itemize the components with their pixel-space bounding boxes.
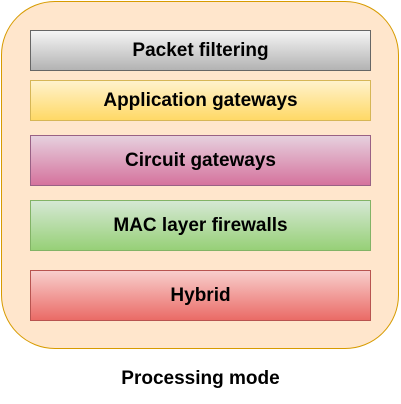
layer-mac-layer-firewalls: MAC layer firewalls <box>30 200 371 251</box>
layer-label: MAC layer firewalls <box>113 214 288 236</box>
layer-hybrid: Hybrid <box>30 270 371 321</box>
layer-label: Circuit gateways <box>125 149 276 171</box>
layer-label: Hybrid <box>170 284 231 306</box>
layer-application-gateways: Application gateways <box>30 80 371 121</box>
layer-packet-filtering: Packet filtering <box>30 30 371 71</box>
layer-circuit-gateways: Circuit gateways <box>30 135 371 186</box>
layer-label: Packet filtering <box>132 39 269 61</box>
diagram-caption: Processing mode <box>121 368 280 389</box>
layer-label: Application gateways <box>103 89 298 111</box>
